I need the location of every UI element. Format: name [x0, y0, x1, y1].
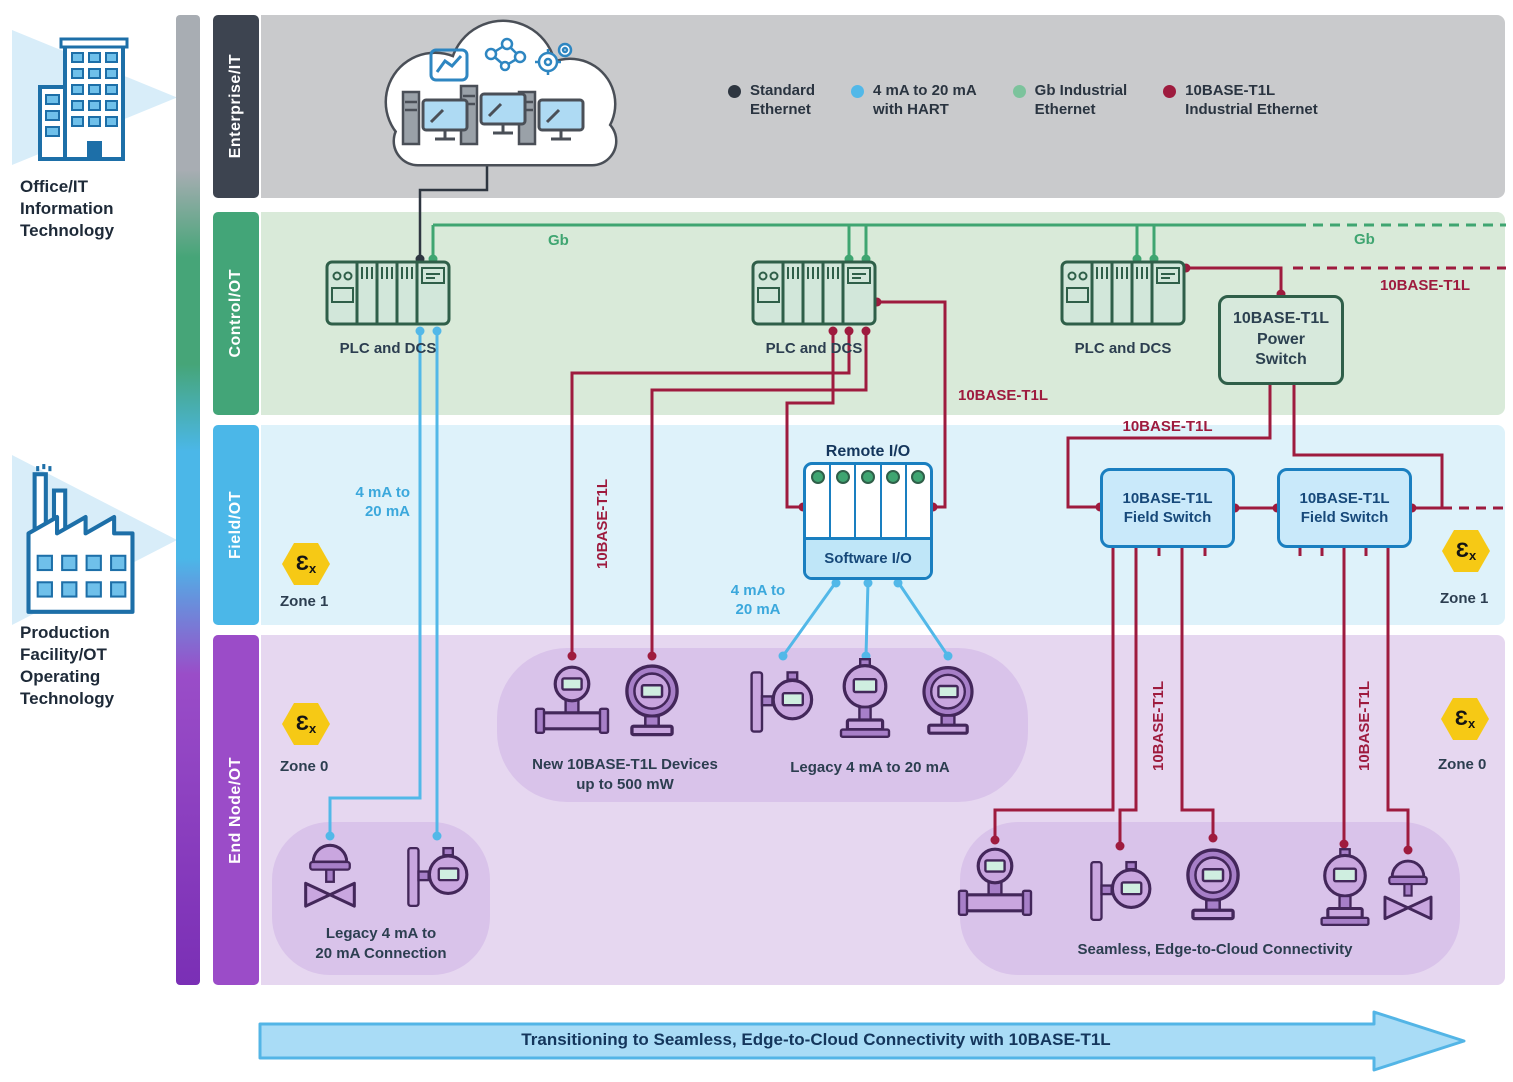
- gauge-transmitter-device: [610, 656, 694, 748]
- office-building-icon: [38, 37, 129, 161]
- control-valve-device: [1372, 852, 1444, 932]
- control-valve-device: [292, 836, 368, 920]
- t1l-label-fs1-vertical: 10BASE-T1L: [1150, 680, 1167, 771]
- zone1-right-label: Zone 1: [1440, 590, 1489, 607]
- t1l-label-fs2-vertical: 10BASE-T1L: [1356, 680, 1373, 771]
- seamless-connectivity-label: Seamless, Edge-to-Cloud Connectivity: [1077, 941, 1353, 958]
- standard-ethernet-dot-icon: [728, 85, 741, 98]
- factory-icon: [26, 464, 135, 614]
- legacy-connection-label: Legacy 4 mA to 20 mA Connection: [315, 925, 447, 962]
- transition-arrow: [258, 1010, 1466, 1072]
- zone0-right-label: Zone 0: [1438, 756, 1487, 773]
- field-switch-2-node: 10BASE-T1L Field Switch: [1277, 468, 1412, 548]
- dp-transmitter-device: [399, 834, 477, 920]
- zone0-left-label: Zone 0: [280, 758, 329, 775]
- plc-dcs-1-label: PLC and DCS: [339, 340, 437, 357]
- cloud-network-icon: [484, 37, 527, 72]
- plc-dcs-3-icon: [1060, 256, 1186, 330]
- production-ot-label: Production Facility/OT Operating Technol…: [20, 623, 115, 709]
- gauge-transmitter-device: [1171, 840, 1255, 932]
- io-terminal-dot: [861, 470, 875, 484]
- cloud-gears-icon: [535, 42, 573, 75]
- plc-dcs-1-icon: [325, 256, 451, 330]
- enterprise-cloud-icon: [384, 19, 618, 167]
- cloud-chart-icon: [429, 48, 469, 82]
- pressure-transmitter-device: [825, 656, 905, 744]
- legend-item-standard-ethernet: Standard Ethernet: [728, 82, 815, 120]
- t1l-dot-icon: [1163, 85, 1177, 98]
- flow-meter-device: [532, 660, 612, 748]
- io-terminal-dot: [835, 470, 850, 484]
- remote-io-node: Software I/O: [803, 462, 933, 580]
- ma-label-mid: 4 mA to 20 mA: [730, 582, 786, 618]
- io-terminal-dot: [886, 470, 901, 484]
- remote-io-title: Remote I/O: [825, 443, 911, 460]
- t1l-label-field-switch: 10BASE-T1L: [1122, 418, 1213, 435]
- control-band-strip: Control/OT: [213, 212, 259, 415]
- legend-label: 4 mA to 20 mA with HART: [873, 82, 977, 118]
- gb-ethernet-dot-icon: [1012, 85, 1026, 98]
- legend-label: Gb Industrial Ethernet: [1034, 82, 1128, 118]
- plc-dcs-2-icon: [751, 256, 877, 330]
- new-t1l-devices-label: New 10BASE-T1L Devices up to 500 mW: [532, 756, 718, 793]
- legacy-4-20-label: Legacy 4 mA to 20 mA: [790, 759, 950, 776]
- legend-item-4-20ma-hart: 4 mA to 20 mA with HART: [851, 82, 977, 120]
- zone1-left-label: Zone 1: [280, 593, 329, 610]
- legend-label: Standard Ethernet: [750, 82, 816, 118]
- gb-label-left: Gb: [548, 232, 569, 249]
- field-switch-1-node: 10BASE-T1L Field Switch: [1100, 468, 1235, 548]
- remote-io-terminals: [806, 465, 930, 537]
- legend-label: 10BASE-T1L Industrial Ethernet: [1185, 82, 1318, 118]
- dp-transmitter-device: [1082, 848, 1160, 934]
- endnode-band-strip: End Node/OT: [213, 635, 259, 985]
- io-terminal-dot: [810, 470, 825, 484]
- flow-meter-device: [955, 842, 1035, 930]
- hart-dot-icon: [851, 85, 865, 98]
- gb-label-right: Gb: [1354, 231, 1375, 248]
- dp-transmitter-device: [742, 658, 822, 746]
- t1l-label-mid: 10BASE-T1L: [958, 387, 1049, 404]
- plc-dcs-2-label: PLC and DCS: [765, 340, 863, 357]
- t1l-label-top-right: 10BASE-T1L: [1379, 277, 1471, 294]
- it-ot-gradient-bar: [176, 15, 200, 985]
- gauge-transmitter-device: [908, 658, 988, 746]
- ma-label-left: 4 mA to 20 mA: [355, 484, 410, 520]
- io-terminal-dot: [911, 470, 926, 484]
- t1l-label-plc2-vertical: 10BASE-T1L: [594, 478, 611, 570]
- office-it-label: Office/IT Information Technology: [20, 177, 115, 241]
- cloud-servers-icon: [401, 84, 585, 146]
- enterprise-band-strip: Enterprise/IT: [213, 15, 259, 198]
- transition-arrow-text: Transitioning to Seamless, Edge-to-Cloud…: [521, 1030, 1111, 1049]
- legend-item-gb-ethernet: Gb Industrial Ethernet: [1012, 82, 1128, 120]
- plc-dcs-3-label: PLC and DCS: [1074, 340, 1172, 357]
- software-io-label: Software I/O: [806, 537, 930, 577]
- power-switch-node: 10BASE-T1L Power Switch: [1218, 295, 1344, 385]
- field-band-strip: Field/OT: [213, 425, 259, 625]
- legend-item-10base-t1l: 10BASE-T1L Industrial Ethernet: [1163, 82, 1318, 120]
- legend: Standard Ethernet 4 mA to 20 mA with HAR…: [728, 82, 1318, 120]
